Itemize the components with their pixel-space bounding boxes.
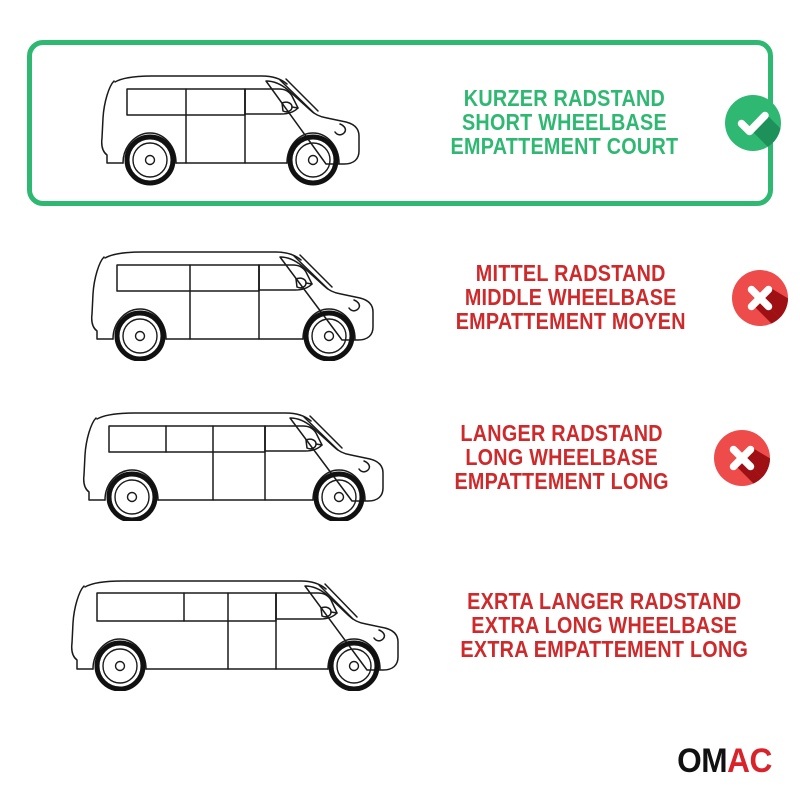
label-line-en: EXTRA LONG WHEELBASE — [471, 612, 738, 639]
label-line-de: LANGER RADSTAND — [460, 420, 663, 447]
van-illustration-long-wheelbase — [27, 396, 437, 521]
status-icon-cell-short-wheelbase — [701, 94, 800, 152]
label-line-de: KURZER RADSTAND — [463, 85, 666, 112]
label-line-en: MIDDLE WHEELBASE — [464, 284, 677, 311]
fitment-row-extra-long-wheelbase[interactable]: EXRTA LANGER RADSTAND EXTRA LONG WHEELBA… — [27, 546, 800, 706]
van-illustration-short-wheelbase — [32, 56, 432, 191]
label-line-fr: EMPATTEMENT LONG — [454, 467, 669, 494]
fitment-label-short-wheelbase: KURZER RADSTAND SHORT WHEELBASE EMPATTEM… — [432, 85, 701, 159]
check-circle-icon — [724, 95, 781, 151]
status-icon-cell-long-wheelbase — [690, 429, 794, 487]
x-circle-icon — [732, 270, 789, 326]
status-icon-cell-extra-long-wheelbase — [776, 597, 800, 655]
fitment-row-long-wheelbase[interactable]: LANGER RADSTAND LONG WHEELBASE EMPATTEME… — [27, 382, 773, 534]
label-line-fr: EMPATTEMENT MOYEN — [455, 307, 686, 334]
x-circle-icon — [714, 430, 771, 486]
label-line-fr: EMPATTEMENT COURT — [450, 132, 679, 159]
fitment-label-extra-long-wheelbase: EXRTA LANGER RADSTAND EXTRA LONG WHEELBA… — [437, 588, 776, 662]
van-illustration-middle-wheelbase — [27, 236, 437, 361]
fitment-label-long-wheelbase: LANGER RADSTAND LONG WHEELBASE EMPATTEME… — [437, 420, 690, 494]
label-line-en: LONG WHEELBASE — [465, 444, 658, 471]
label-line-de: EXRTA LANGER RADSTAND — [467, 588, 742, 615]
omac-logo-accent-part: AC — [727, 742, 772, 780]
fitment-label-middle-wheelbase: MITTEL RADSTAND MIDDLE WHEELBASE EMPATTE… — [437, 260, 708, 334]
omac-logo-dark-part: OM — [677, 742, 728, 780]
label-line-de: MITTEL RADSTAND — [475, 260, 666, 287]
fitment-row-middle-wheelbase[interactable]: MITTEL RADSTAND MIDDLE WHEELBASE EMPATTE… — [27, 222, 789, 374]
van-illustration-extra-long-wheelbase — [27, 561, 437, 691]
label-line-fr: EXTRA EMPATTEMENT LONG — [460, 635, 749, 662]
status-icon-cell-middle-wheelbase — [708, 269, 800, 327]
fitment-row-short-wheelbase[interactable]: KURZER RADSTAND SHORT WHEELBASE EMPATTEM… — [27, 40, 781, 206]
label-line-en: SHORT WHEELBASE — [461, 109, 667, 136]
